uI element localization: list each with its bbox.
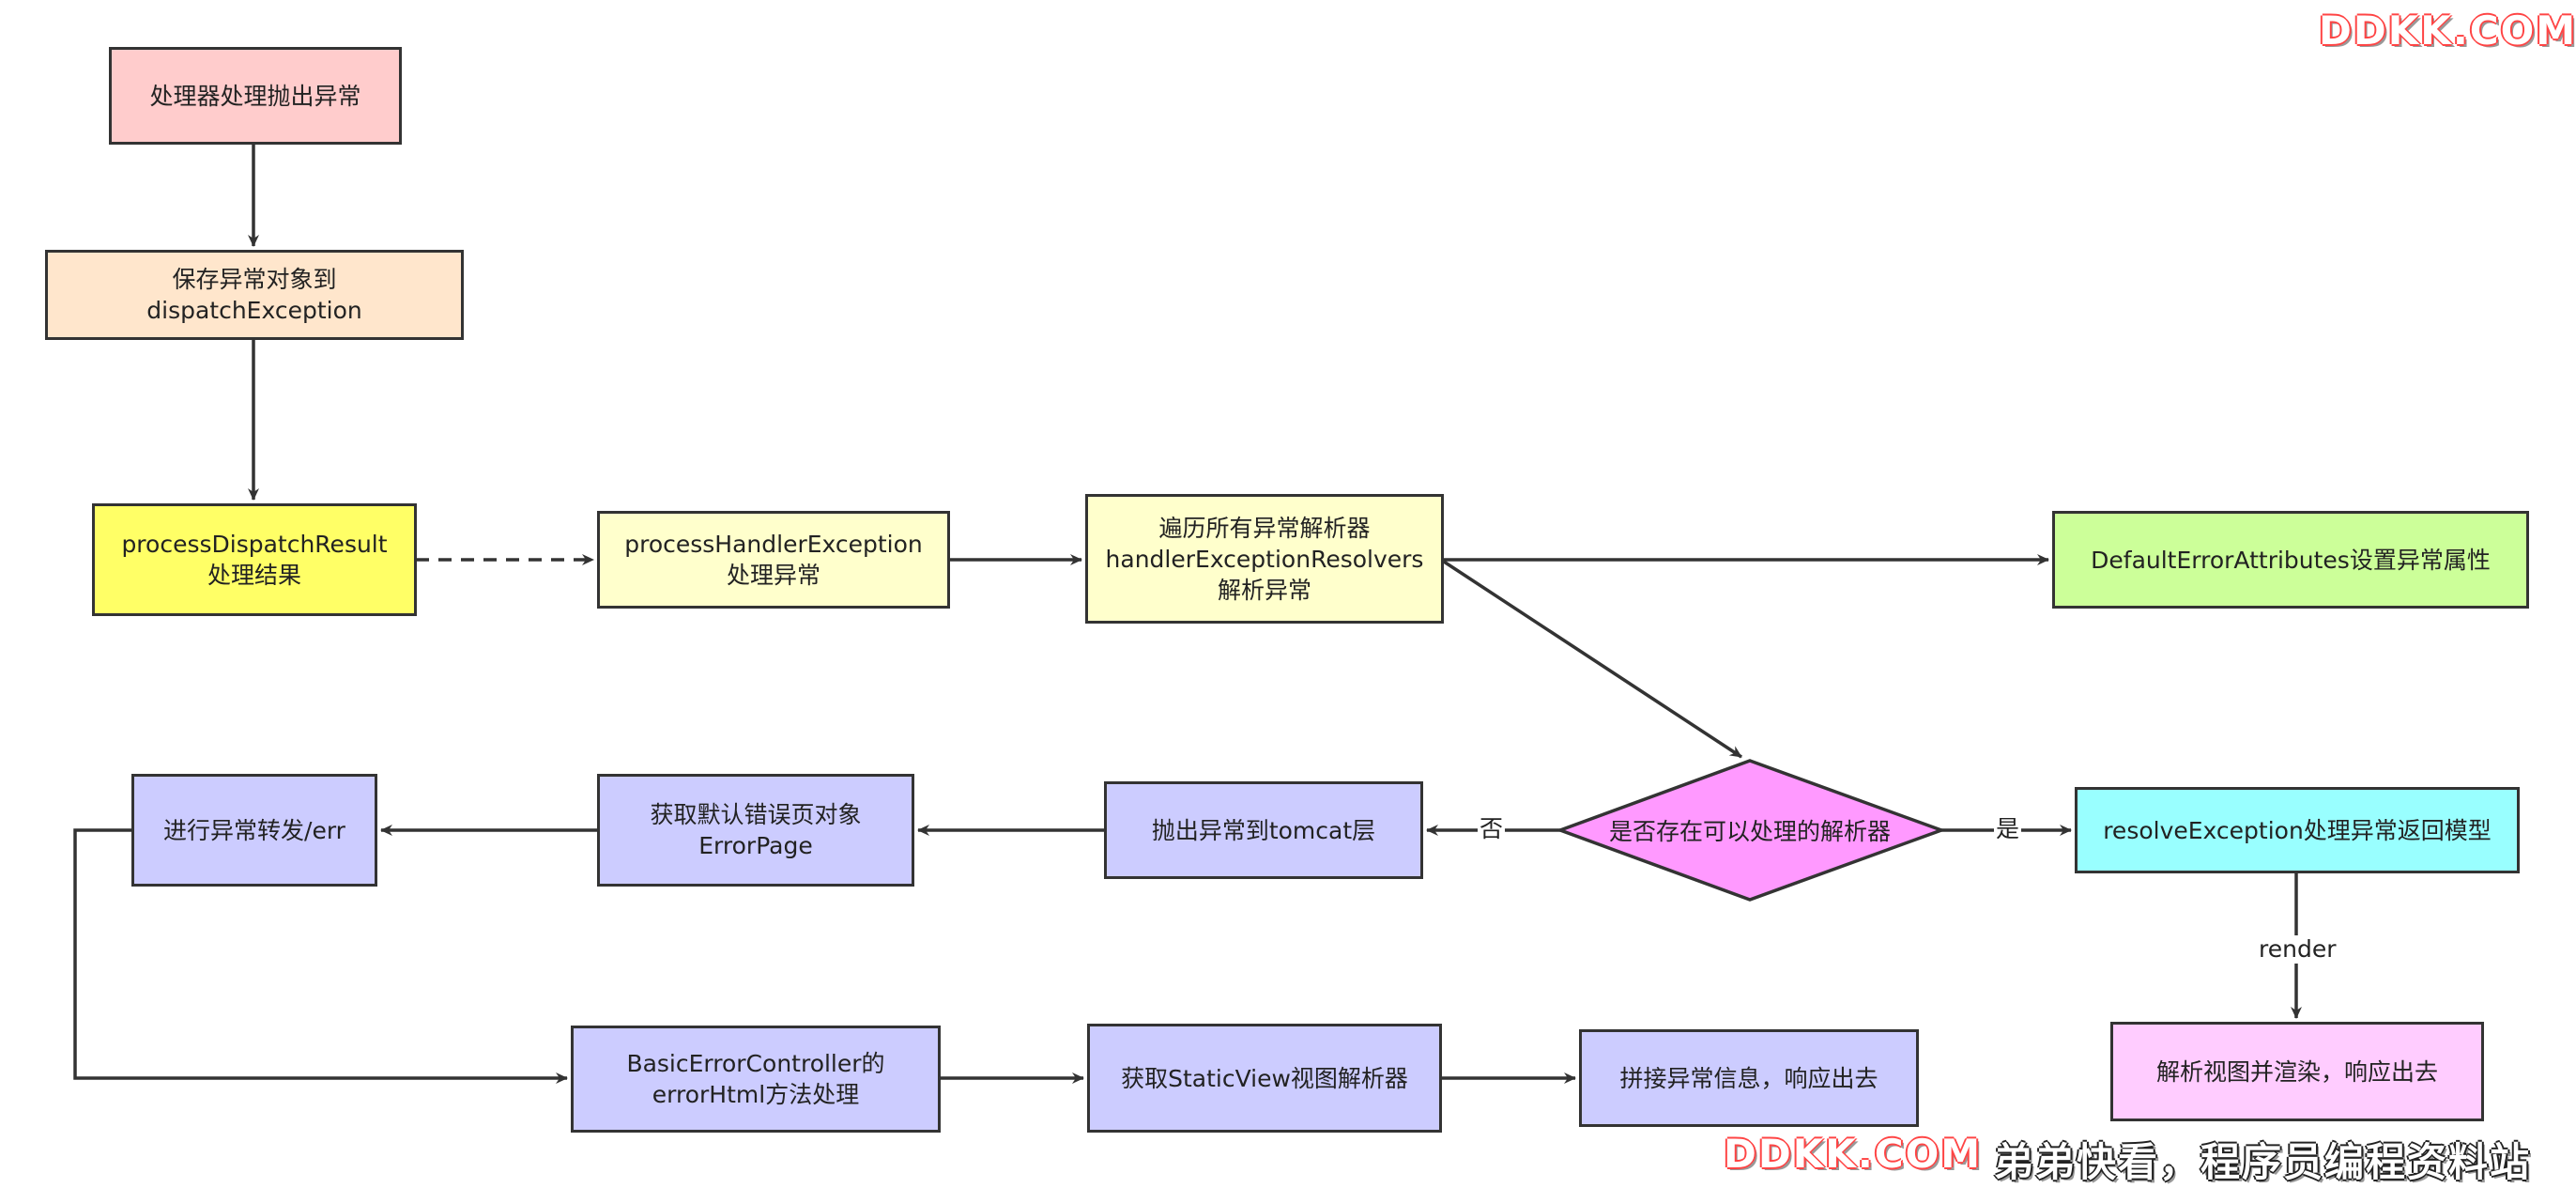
decision-diamond (1555, 759, 1947, 902)
node-process-handler: processHandlerException 处理异常 (597, 511, 950, 609)
decision-label: 是否存在可以处理的解析器 (1608, 818, 1891, 845)
node-concat: 拼接异常信息，响应出去 (1579, 1029, 1919, 1127)
node-error-page: 获取默认错误页对象 ErrorPage (597, 774, 914, 887)
node-static-view: 获取StaticView视图解析器 (1087, 1024, 1442, 1133)
node-basic-controller: BasicErrorController的 errorHtml方法处理 (571, 1026, 941, 1133)
edge-label-no: 否 (1478, 815, 1506, 843)
edge-forward-controller (73, 828, 568, 1084)
node-resolve-exception: resolveException处理异常返回模型 (2075, 787, 2520, 873)
node-render-view: 解析视图并渲染，响应出去 (2110, 1022, 2484, 1121)
node-throw-tomcat: 抛出异常到tomcat层 (1104, 781, 1423, 879)
node-process-result: processDispatchResult 处理结果 (92, 503, 417, 616)
watermark-bottom-slogan: 弟弟快看，程序员编程资料站 (1994, 1139, 2532, 1185)
watermark-top: DDKK.COM (2319, 8, 2576, 54)
edge-label-yes: 是 (1994, 815, 2022, 843)
node-default-attrs: DefaultErrorAttributes设置异常属性 (2052, 511, 2529, 609)
node-forward: 进行异常转发/err (131, 774, 377, 887)
node-throw: 处理器处理抛出异常 (109, 47, 402, 145)
edge-resolvers-decision (1443, 560, 1742, 759)
node-save: 保存异常对象到 dispatchException (45, 250, 464, 340)
edge-label-render: render (2257, 935, 2338, 964)
watermark-bottom-site: DDKK.COM (1724, 1131, 1983, 1177)
node-resolvers: 遍历所有异常解析器 handlerExceptionResolvers 解析异常 (1085, 494, 1444, 624)
